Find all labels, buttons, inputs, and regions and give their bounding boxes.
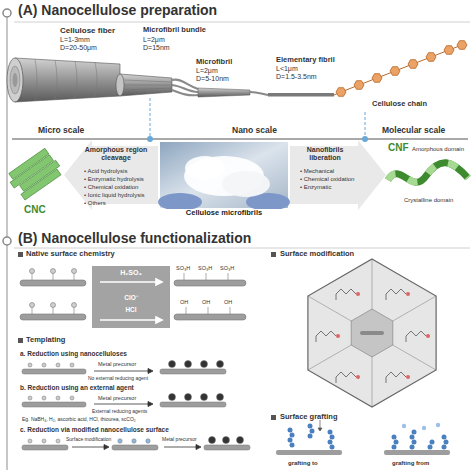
arrow-note: Eg. NaBH₄, H₂, ascorbic acid, HCl, thiou… <box>22 417 257 423</box>
method-label: grafting to <box>288 460 318 467</box>
method-label: grafting from <box>392 460 429 467</box>
photo-box: Cellulose microfibrils <box>160 142 288 220</box>
domain-label: Crystalline domain <box>404 197 453 204</box>
panel-heading: (A) Nanocellulose preparation <box>18 2 217 18</box>
scale-label: Nano scale <box>232 126 277 136</box>
step-title: b. Reduction using an external agent <box>20 384 134 391</box>
dimension: L=2μm <box>196 67 218 75</box>
photo-caption: Cellulose microfibrils <box>160 209 288 218</box>
part-label: Cellulose fiber <box>60 26 115 35</box>
dimension: D=1.5-3.5nm <box>276 73 317 81</box>
step-title: c. Reduction via modified nanocellulose … <box>20 426 169 433</box>
method-item: • Enzymatic hydrolysis <box>84 176 144 183</box>
dimension: D=15nm <box>143 44 170 52</box>
group-label: SO₃H <box>198 265 212 271</box>
domain-label: Amorphous domain <box>412 146 464 153</box>
section-heading: Surface grafting <box>280 413 338 422</box>
method-item: • Enzymatic <box>300 184 331 191</box>
method-item: • Ionic liquid hydrolysis <box>84 192 144 199</box>
section-heading: Native surface chemistry <box>26 250 115 259</box>
group-label: OH <box>202 299 210 305</box>
reagent-label: HCl <box>92 306 170 313</box>
dimension: L=2μm <box>143 36 165 44</box>
hexagon-panel: Surface modification <box>262 250 467 410</box>
method-item: • Acid hydrolysis <box>84 168 127 175</box>
dimension: L=1-3mm <box>60 36 90 44</box>
product-label: CNF <box>388 142 409 154</box>
part-label: Elementary fibril <box>276 56 335 65</box>
arrow-label: Surface modification <box>66 437 111 443</box>
process-heading: Nanofibrils liberation <box>294 146 356 162</box>
process-heading: Amorphous region cleavage <box>78 146 154 162</box>
reagent-box: H₂SO₄ ClO⁻ HCl <box>92 266 170 328</box>
hexagon-shape <box>308 259 436 407</box>
method-item: • Chemical oxidation <box>300 176 354 183</box>
product-label: CNC <box>24 204 46 216</box>
part-label: Cellulose chain <box>372 100 427 109</box>
part-label: Microfibril bundle <box>143 26 206 35</box>
method-item: • Others <box>84 200 106 207</box>
dimension: D=5-10nm <box>196 75 229 83</box>
hexagon-outline <box>262 250 467 410</box>
scale-label: Molecular scale <box>382 126 445 136</box>
reagent-label: ClO⁻ <box>92 294 170 301</box>
method-item: • Chemical oxidation <box>84 184 138 191</box>
dimension: D=20-50μm <box>60 44 97 52</box>
arrow-label: Metal precursor <box>162 437 197 443</box>
reagent-label: H₂SO₄ <box>92 269 170 277</box>
part-label: Microfibril <box>196 58 232 67</box>
arrow-note: No external reducing agent <box>88 376 148 382</box>
step-title: a. Reduction using nanocelluloses <box>20 350 127 357</box>
group-label: SO₃H <box>220 265 234 271</box>
group-label: OH <box>180 299 188 305</box>
section-box: Native surface chemistryH₂SO₄ ClO⁻ HCl <box>8 250 258 334</box>
dimension: L<1μm <box>276 65 298 73</box>
scale-label: Micro scale <box>38 126 84 136</box>
panel-heading: (B) Nanocellulose functionalization <box>18 230 251 246</box>
arrow-label: Metal precursor <box>98 361 136 367</box>
arrow-label: Metal precursor <box>98 395 136 401</box>
group-label: SO₃H <box>176 265 190 271</box>
section-heading: Surface modification <box>280 250 354 259</box>
arrow-note: External reducing agents <box>92 409 147 415</box>
group-label: OH <box>224 299 232 305</box>
method-item: • Mechanical <box>300 168 334 175</box>
section-heading: Templating <box>26 336 65 345</box>
